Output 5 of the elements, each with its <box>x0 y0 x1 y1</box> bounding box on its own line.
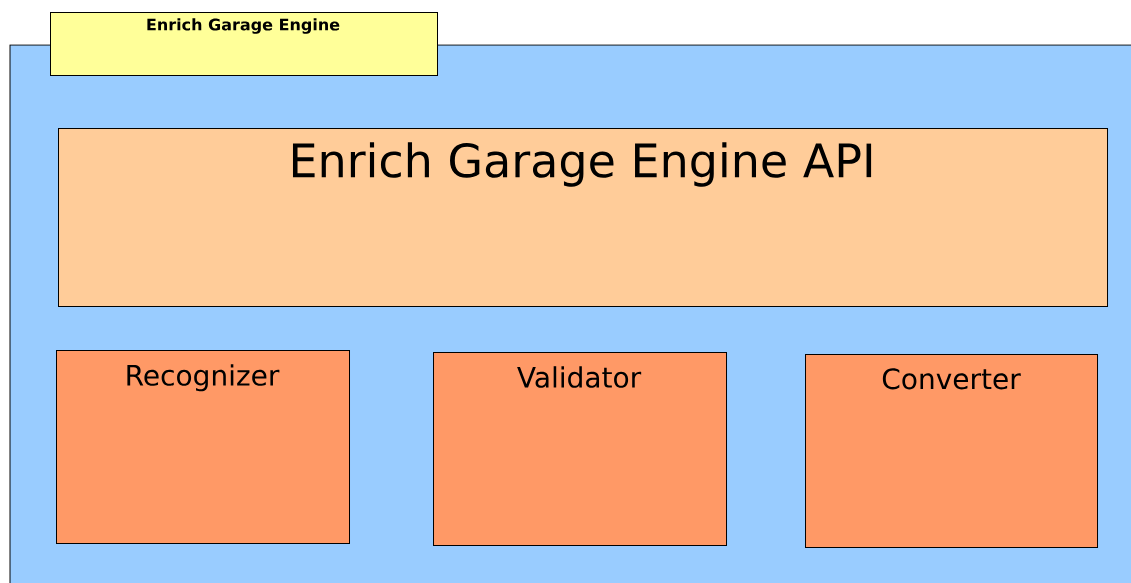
component-box: Recognizer <box>56 350 350 544</box>
component-box: Validator <box>433 352 727 546</box>
component-box: Converter <box>805 354 1098 548</box>
node-label: Enrich Garage Engine <box>147 18 340 34</box>
api-box: Enrich Garage Engine API <box>58 128 1108 307</box>
